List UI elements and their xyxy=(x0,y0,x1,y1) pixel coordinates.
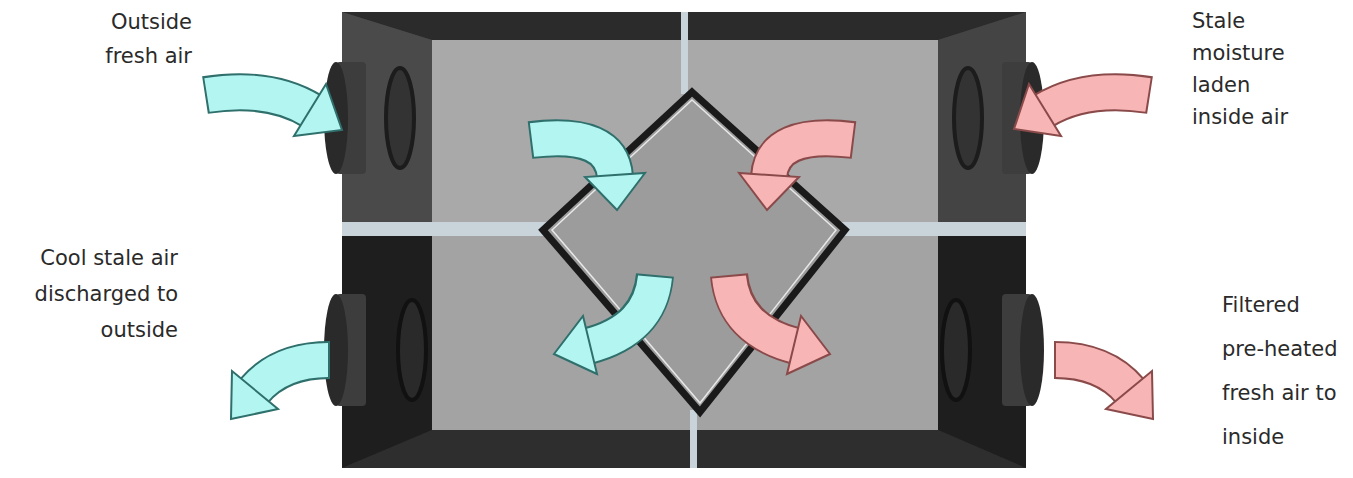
arrow-head xyxy=(231,371,278,419)
arrow-edge xyxy=(205,92,312,111)
arrow-edge xyxy=(1043,92,1150,111)
arrow-head xyxy=(739,173,799,210)
arrow-body xyxy=(729,277,796,346)
arrow-head xyxy=(554,316,597,374)
airflow-arrow-cool xyxy=(530,138,645,210)
divider-plate xyxy=(681,12,688,94)
arrow-head xyxy=(787,316,830,374)
arrow-body xyxy=(207,92,312,111)
flow-label: Cool stale air discharged to outside xyxy=(3,240,178,348)
duct-opening xyxy=(398,300,426,400)
arrow-body xyxy=(1056,360,1130,391)
airflow-arrow-warm xyxy=(1014,84,1150,136)
arrow-head xyxy=(585,173,645,210)
arrow-edge xyxy=(254,360,330,391)
duct-opening xyxy=(954,68,982,168)
arrow-body xyxy=(532,138,615,177)
duct-collars xyxy=(324,62,1044,406)
arrow-edge xyxy=(769,138,854,177)
duct-opening xyxy=(386,68,414,168)
airflow-arrow-warm xyxy=(729,275,830,374)
arrow-head xyxy=(1106,371,1153,419)
airflow-arrow-cool xyxy=(205,84,342,136)
arrow-head xyxy=(294,84,342,136)
arrow-head xyxy=(1014,84,1061,136)
flow-label: Filtered pre-heated fresh air to inside xyxy=(1222,283,1342,459)
arrow-body xyxy=(254,360,328,391)
arrow-edge xyxy=(530,138,615,177)
arrow-edge xyxy=(588,275,655,346)
airflow-arrow-warm xyxy=(1054,360,1153,419)
arrow-edge xyxy=(729,275,796,346)
flow-label: Stale moisture laden inside air xyxy=(1192,5,1292,133)
airflow-arrow-warm xyxy=(739,138,854,210)
arrow-body xyxy=(588,277,655,346)
hrv-cabinet xyxy=(342,12,1026,468)
airflow-arrow-cool xyxy=(231,360,330,419)
divider-plate xyxy=(690,410,697,468)
arrow-edge xyxy=(1054,360,1130,391)
airflow-arrow-cool xyxy=(554,275,655,374)
arrow-body xyxy=(1043,92,1148,111)
arrow-body xyxy=(769,138,852,177)
duct-end xyxy=(1020,294,1044,406)
duct-opening xyxy=(942,300,970,400)
flow-label: Outside fresh air xyxy=(82,5,192,73)
cabinet-bottom-wall xyxy=(342,430,1026,468)
